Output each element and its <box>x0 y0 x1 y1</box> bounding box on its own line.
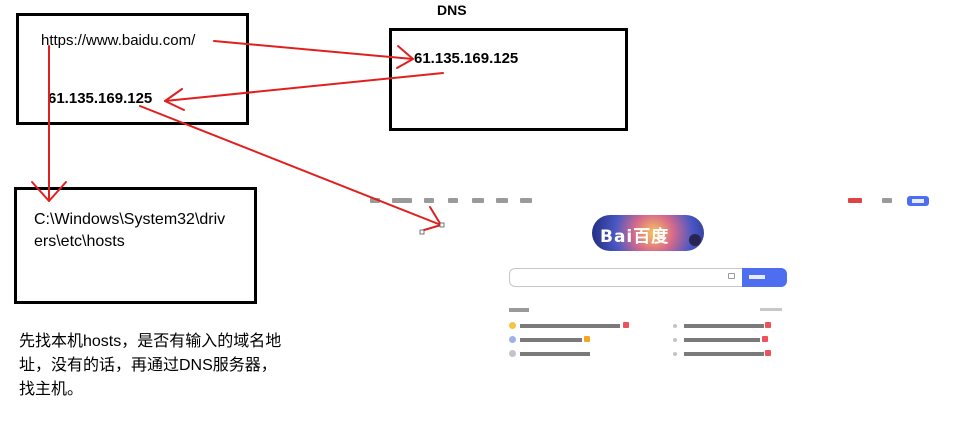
dns-ip-label: 61.135.169.125 <box>414 50 519 67</box>
hot-badge-icon <box>765 322 771 328</box>
rank-icon <box>673 338 677 342</box>
baidu-homepage-screenshot: Bai百度 <box>360 190 940 370</box>
resolved-ip-label: 61.135.169.125 <box>48 90 153 107</box>
arrow-url-to-hosts-head <box>31 181 67 202</box>
rank-icon <box>509 322 516 329</box>
explanation-note: 先找本机hosts，是否有输入的域名地址，没有的话，再通过DNS服务器，找主机。 <box>19 333 282 398</box>
arrow-dns-to-browser-head <box>164 88 185 111</box>
hot-list-item[interactable] <box>673 350 783 358</box>
rank-icon <box>673 324 677 328</box>
hot-list-refresh[interactable] <box>760 308 782 311</box>
hot-list-item[interactable] <box>509 322 659 330</box>
hot-badge-icon <box>623 322 629 328</box>
hosts-file-box <box>14 187 257 304</box>
search-button[interactable] <box>742 268 787 287</box>
baidu-logo-text: Bai百度 <box>600 227 670 247</box>
nav-item-placeholder <box>370 198 380 203</box>
nav-item-placeholder <box>392 198 412 203</box>
play-icon <box>689 234 701 246</box>
hot-badge-icon <box>765 350 771 356</box>
selection-handle <box>419 229 425 235</box>
arrow-url-to-dns-head <box>396 45 414 69</box>
nav-item-placeholder <box>520 198 532 203</box>
hot-list-item[interactable] <box>509 336 659 344</box>
rank-icon <box>509 336 516 343</box>
nav-item-placeholder <box>424 198 434 203</box>
baidu-logo: Bai百度 <box>592 215 704 251</box>
camera-icon[interactable] <box>728 273 735 279</box>
rank-icon <box>509 350 516 357</box>
hot-list-item[interactable] <box>673 322 783 330</box>
nav-item-placeholder <box>496 198 508 203</box>
url-text: https://www.baidu.com/ <box>41 32 196 49</box>
nav-item-placeholder <box>448 198 458 203</box>
nav-item-placeholder <box>882 198 892 203</box>
browser-box <box>16 13 249 125</box>
dns-title: DNS <box>437 2 467 18</box>
arrow-ip-to-baidu <box>139 105 442 226</box>
dns-server-box <box>389 28 628 131</box>
arrow-url-to-dns <box>213 40 414 60</box>
hot-list-header <box>509 308 529 312</box>
selection-handle <box>439 222 445 228</box>
rank-icon <box>673 352 677 356</box>
hot-list-item[interactable] <box>673 336 783 344</box>
arrow-dns-to-browser <box>164 72 444 102</box>
hot-badge-icon <box>762 336 768 342</box>
hot-list-item[interactable] <box>509 350 659 358</box>
hosts-file-path: C:\Windows\System32\drivers\etc\hosts <box>34 211 226 250</box>
nav-item-placeholder <box>472 198 484 203</box>
login-button[interactable] <box>907 196 929 206</box>
search-input[interactable] <box>509 268 742 287</box>
nav-item-placeholder <box>848 198 862 203</box>
hot-badge-icon <box>584 336 590 342</box>
